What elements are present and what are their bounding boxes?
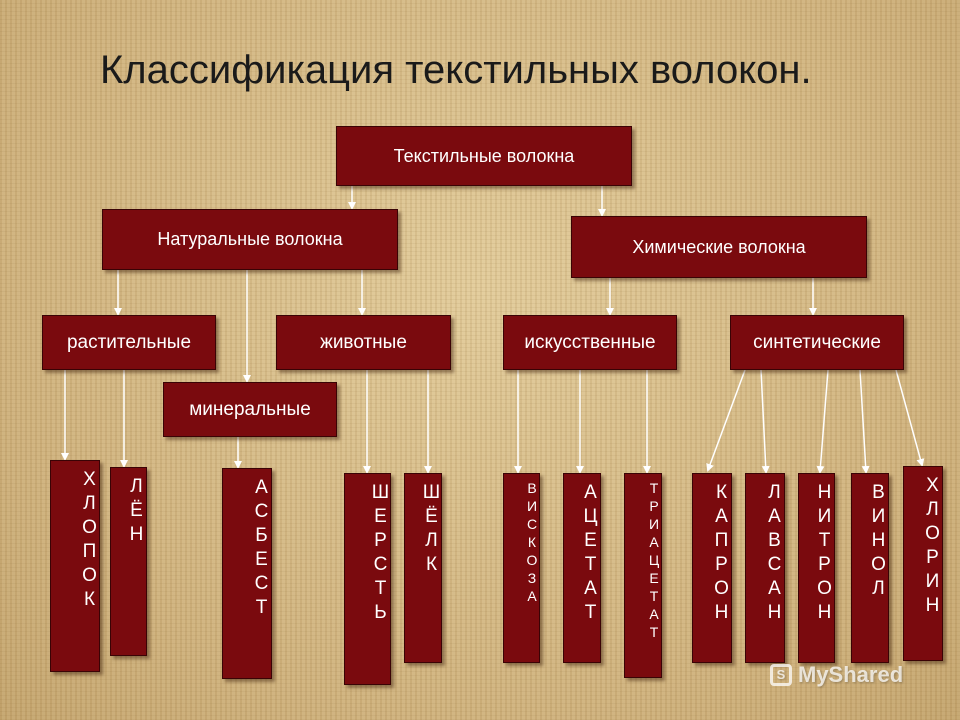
fiber-nitron: НИТРОН — [798, 473, 835, 663]
animal-category-node: животные — [276, 315, 451, 370]
artificial-category-node: искусственные — [503, 315, 677, 370]
plant-category-node: растительные — [42, 315, 216, 370]
natural-fibers-node: Натуральные волокна — [102, 209, 398, 270]
watermark: S MyShared — [770, 660, 903, 690]
fiber-chlorin: ХЛОРИН — [903, 466, 943, 661]
fiber-kapron: КАПРОН — [692, 473, 732, 663]
fiber-viscose: ВИСКОЗА — [503, 473, 540, 663]
fiber-lavsan: ЛАВСАН — [745, 473, 785, 663]
myshared-logo-icon: S — [770, 664, 792, 686]
arrow-synthetic-to-lavsan — [760, 369, 770, 474]
chemical-fibers-node: Химические волокна — [571, 216, 867, 278]
synthetic-category-node: синтетические — [730, 315, 904, 370]
fiber-wool: ШЕРСТЬ — [344, 473, 391, 685]
fiber-triacetate: ТРИАЦЕТАТ — [624, 473, 662, 678]
fiber-asbestos: АСБЕСТ — [222, 468, 272, 679]
arrow-synthetic-to-chlorin — [895, 369, 925, 467]
fiber-flax: ЛЁН — [110, 467, 147, 656]
page-title: Классификация текстильных волокон. — [100, 48, 812, 92]
fiber-silk: ШЁЛК — [404, 473, 442, 663]
fiber-acetate: АЦЕТАТ — [563, 473, 601, 663]
arrow-synthetic-to-vinol — [859, 369, 870, 474]
root-node: Текстильные волокна — [336, 126, 632, 186]
watermark-text: MyShared — [798, 662, 904, 687]
fiber-cotton: ХЛОПОК — [50, 460, 100, 672]
arrow-synthetic-to-nitron — [816, 369, 829, 474]
arrow-synthetic-to-kapron — [706, 369, 746, 472]
mineral-category-node: минеральные — [163, 382, 337, 437]
fiber-vinol: ВИНОЛ — [851, 473, 889, 663]
